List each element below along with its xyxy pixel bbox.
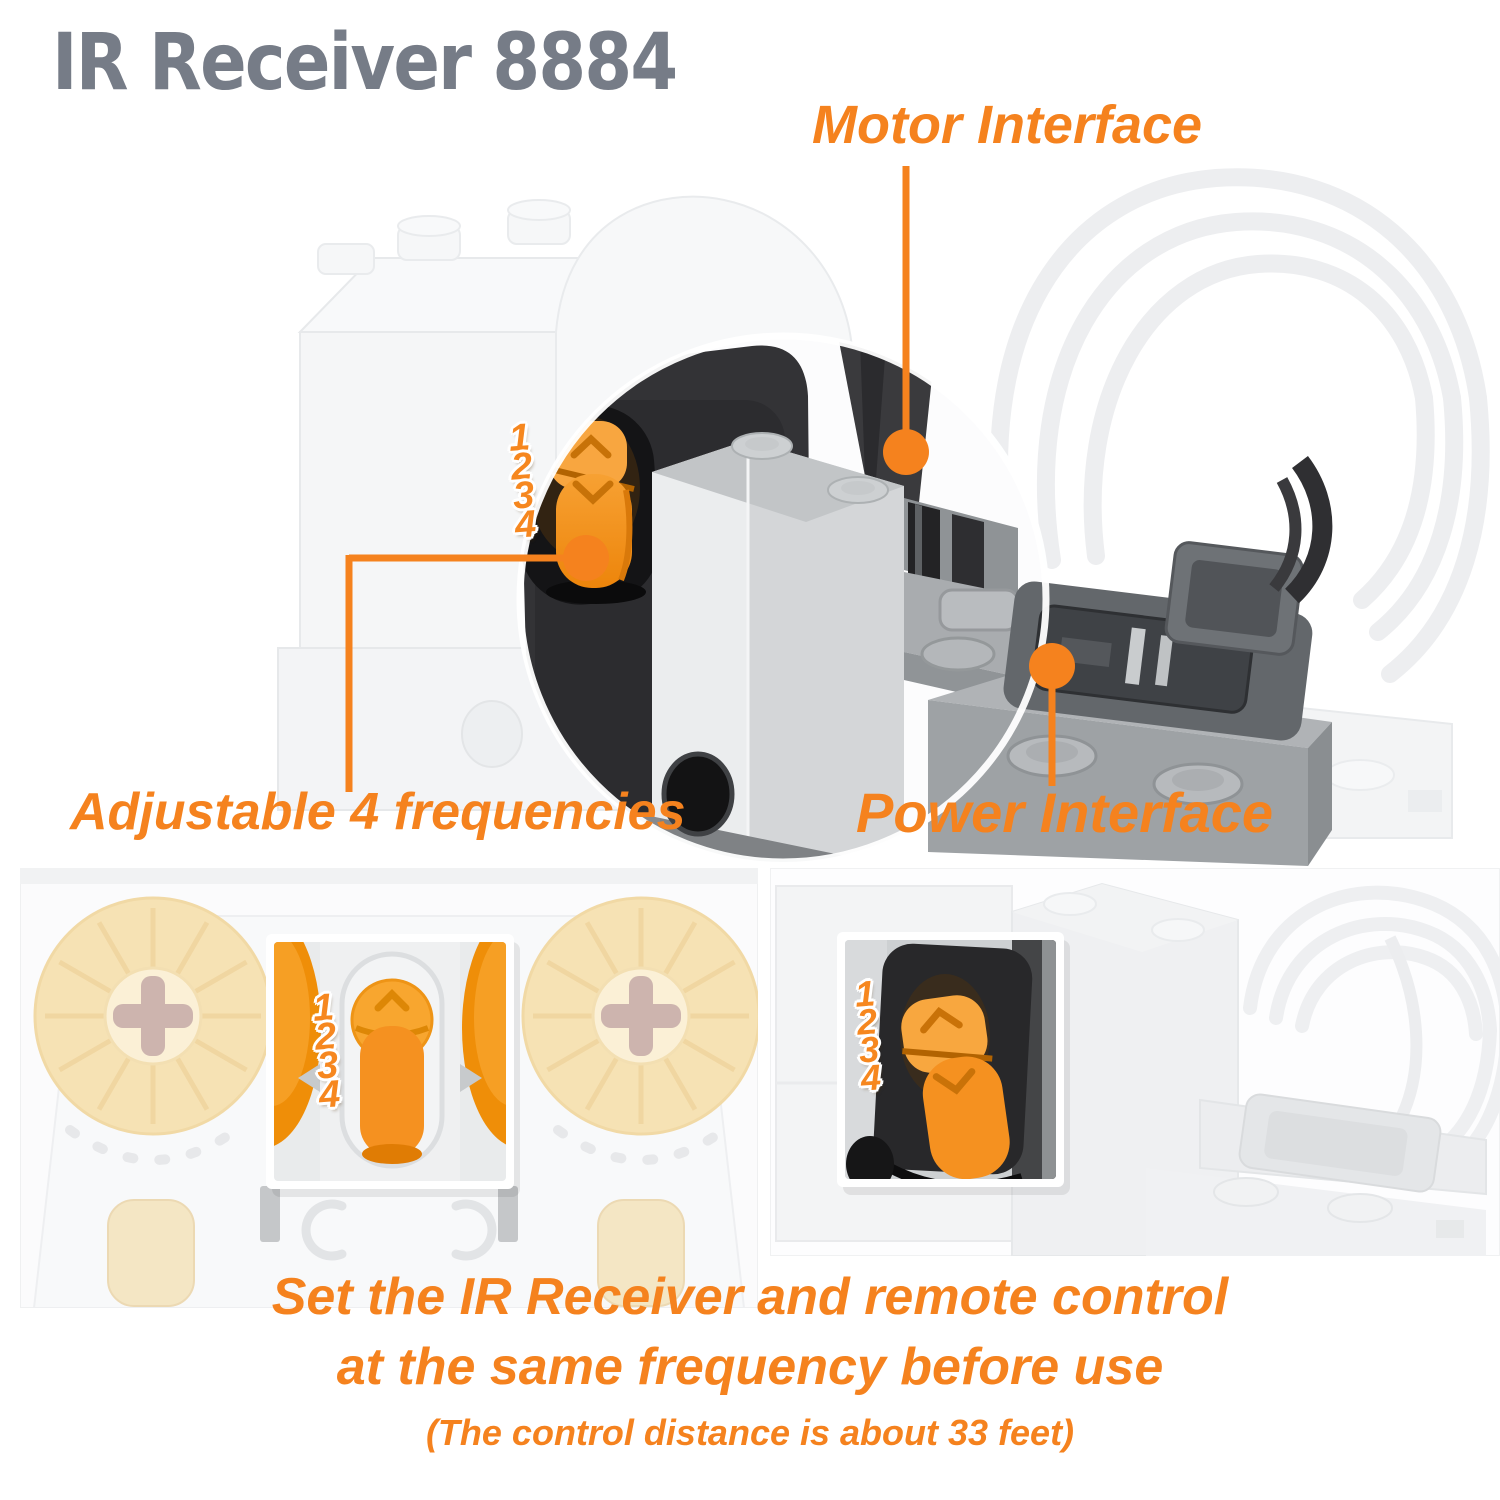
remote-clip bbox=[260, 1186, 280, 1242]
callout-dot-frequency bbox=[563, 535, 609, 581]
page-title: IR Receiver 8884 bbox=[52, 18, 678, 108]
rotate-arrow-icon bbox=[301, 1199, 347, 1261]
photo-ir-receiver: 1 2 3 4 bbox=[770, 868, 1500, 1256]
remote-dial bbox=[33, 896, 273, 1136]
remote-button-left bbox=[107, 1199, 195, 1307]
callout-dot-motor bbox=[883, 429, 929, 475]
ghost-cable-coil-small bbox=[1243, 885, 1500, 1181]
footer-instructions: Set the IR Receiver and remote control a… bbox=[0, 1262, 1500, 1464]
callout-frequency-switch bbox=[345, 535, 609, 792]
photo-remote-control: 1 2 3 4 bbox=[20, 868, 758, 1308]
ghost-studs bbox=[317, 199, 571, 275]
footer-line-3: (The control distance is about 33 feet) bbox=[425, 1412, 1075, 1453]
frequency-switch-receiver bbox=[901, 995, 1010, 1179]
footer-line-2: at the same frequency before use bbox=[336, 1338, 1164, 1396]
axle-cross-hole bbox=[113, 976, 193, 1056]
inset-remote-frequency-switch bbox=[266, 934, 520, 1197]
callout-motor-interface bbox=[883, 166, 929, 475]
power-interface-connector bbox=[928, 455, 1333, 866]
slider-arrow-right bbox=[460, 1064, 482, 1092]
frequency-number: 4 bbox=[859, 1056, 883, 1099]
inset-receiver-frequency-switch bbox=[837, 932, 1070, 1195]
callout-label-power-interface: Power Interface bbox=[856, 781, 1274, 844]
brick-stud bbox=[1152, 762, 1244, 806]
frequency-switch-remote bbox=[350, 978, 434, 1164]
ghost-cable-coil bbox=[990, 168, 1490, 683]
callout-dot-power bbox=[1029, 643, 1075, 689]
callout-label-adjustable-frequencies: Adjustable 4 frequencies bbox=[70, 783, 686, 841]
slider-arrow-left bbox=[298, 1064, 320, 1092]
remote-clip bbox=[498, 1186, 518, 1242]
connector-plug bbox=[1164, 541, 1304, 656]
dial-tick-arc bbox=[65, 1125, 241, 1165]
callout-label-motor-interface: Motor Interface bbox=[812, 95, 1203, 155]
product-photo-main bbox=[277, 166, 1490, 866]
light-gray-brick bbox=[652, 432, 904, 862]
callout-power-interface bbox=[1029, 643, 1075, 786]
frequency-number: 4 bbox=[513, 503, 538, 547]
brick-stud bbox=[827, 476, 889, 504]
dial-tick-arc bbox=[553, 1125, 729, 1165]
magnifier-circle-rim bbox=[516, 332, 1050, 866]
frequency-number: 4 bbox=[317, 1073, 342, 1117]
ir-receiver-art bbox=[770, 868, 1500, 1256]
rotate-arrow-icon bbox=[451, 1199, 497, 1261]
magnifier-circle-content bbox=[520, 336, 1046, 862]
brick-stud bbox=[731, 432, 793, 460]
remote-control-art bbox=[20, 868, 758, 1308]
remote-button-right bbox=[597, 1199, 685, 1307]
footer-line-1: Set the IR Receiver and remote control bbox=[271, 1268, 1229, 1326]
